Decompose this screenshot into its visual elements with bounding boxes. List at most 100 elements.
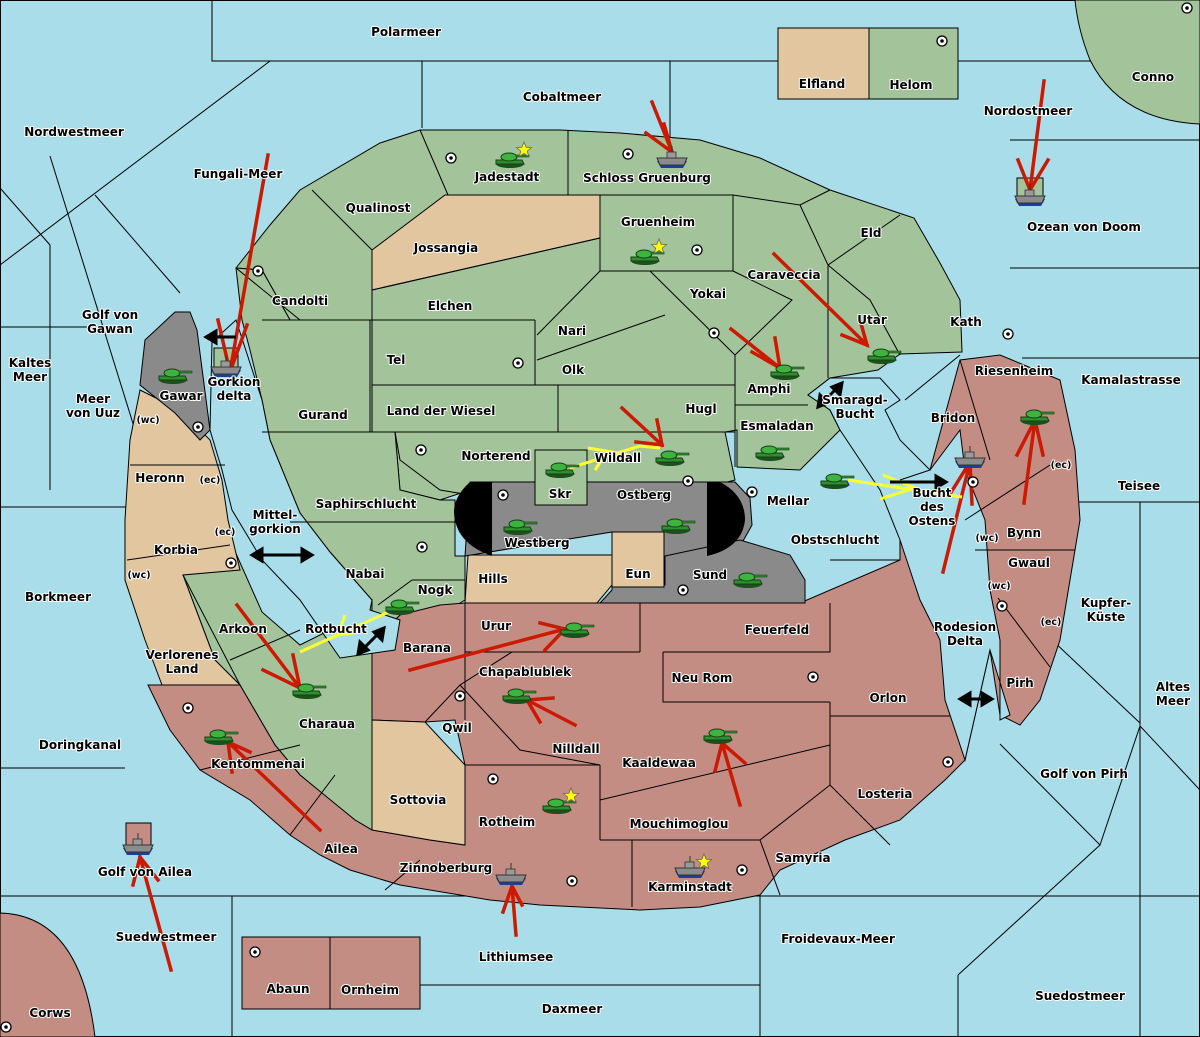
supply-center-icon bbox=[249, 946, 261, 958]
army-tank-icon[interactable] bbox=[867, 348, 902, 364]
supply-center-icon bbox=[182, 702, 194, 714]
army-tank-icon[interactable] bbox=[1020, 409, 1055, 425]
supply-center-icon bbox=[691, 244, 703, 256]
passage-arrow-gawan bbox=[203, 328, 236, 346]
territory-eun[interactable] bbox=[611, 531, 665, 588]
sea-eastern-channel[interactable] bbox=[807, 377, 1011, 762]
sea-label-fungali-meer: Fungali-Meer bbox=[194, 167, 283, 181]
territory-label-sottovia: Sottovia bbox=[390, 793, 447, 807]
territory-label-eld: Eld bbox=[861, 226, 882, 240]
territory-label-kaaldewaa: Kaaldewaa bbox=[622, 756, 696, 770]
sea-label-cobaltmeer: Cobaltmeer bbox=[523, 90, 601, 104]
army-tank-icon[interactable] bbox=[545, 462, 580, 478]
sea-label-mittelgorkion: Mittel-gorkion bbox=[249, 508, 301, 536]
territory-label-skr: Skr bbox=[549, 487, 572, 501]
territory-label-sund: Sund bbox=[693, 568, 727, 582]
territory-label-barana: Barana bbox=[403, 641, 451, 655]
coast-label-korbia: (ec) bbox=[215, 527, 236, 538]
territory-hills[interactable] bbox=[464, 554, 613, 604]
territory-label-utar: Utar bbox=[857, 313, 887, 327]
fleet-ship-icon[interactable] bbox=[1014, 184, 1046, 206]
territory-label-gurand: Gurand bbox=[298, 408, 348, 422]
territory-label-rotheim: Rotheim bbox=[479, 815, 536, 829]
territory-label-kath: Kath bbox=[950, 315, 982, 329]
territory-label-nilldall: Nilldall bbox=[552, 742, 599, 756]
territory-label-elfland: Elfland bbox=[799, 77, 845, 91]
army-tank-icon[interactable] bbox=[495, 140, 533, 168]
supply-center-icon bbox=[192, 421, 204, 433]
army-tank-icon[interactable] bbox=[661, 518, 696, 534]
territory-label-olk: Olk bbox=[562, 363, 585, 377]
sea-label-nordostmeer: Nordostmeer bbox=[984, 104, 1073, 118]
sea-gorkion-channel[interactable] bbox=[209, 319, 401, 659]
supply-center-icon bbox=[0, 1021, 12, 1033]
territory-label-obstschlucht: Obstschlucht bbox=[791, 533, 880, 547]
fleet-ship-icon[interactable] bbox=[656, 146, 688, 168]
army-tank-icon[interactable] bbox=[542, 786, 580, 814]
supply-center-icon bbox=[1181, 2, 1193, 14]
supply-center-icon bbox=[622, 148, 634, 160]
sea-label-kamalastrasse: Kamalastrasse bbox=[1081, 373, 1181, 387]
army-tank-icon[interactable] bbox=[158, 368, 193, 384]
territory-label-korbia: Korbia bbox=[154, 543, 198, 557]
coast-label-bynn: (ec) bbox=[1051, 460, 1072, 471]
army-tank-icon[interactable] bbox=[770, 364, 805, 380]
move-order-arrow bbox=[619, 405, 665, 448]
territory-label-losteria: Losteria bbox=[857, 787, 912, 801]
move-order-arrow bbox=[771, 251, 870, 348]
territory-label-corws: Corws bbox=[29, 1006, 70, 1020]
territory-label-schloss-gruenburg: Schloss Gruenburg bbox=[583, 171, 711, 185]
territory-label-conno: Conno bbox=[1132, 70, 1174, 84]
army-tank-icon[interactable] bbox=[560, 622, 595, 638]
coast-label-korbia: (wc) bbox=[127, 570, 150, 581]
territory-label-ailea: Ailea bbox=[324, 842, 358, 856]
territory-label-gawar: Gawar bbox=[159, 389, 202, 403]
sea-label-daxmeer: Daxmeer bbox=[542, 1002, 603, 1016]
territory-label-heronn: Heronn bbox=[135, 471, 184, 485]
orders bbox=[130, 79, 1051, 973]
army-tank-icon[interactable] bbox=[630, 237, 668, 265]
fleet-ship-icon[interactable] bbox=[495, 863, 527, 885]
army-tank-icon[interactable] bbox=[820, 473, 855, 489]
territory-label-hugl: Hugl bbox=[685, 402, 716, 416]
fleet-ship-icon[interactable] bbox=[210, 355, 242, 377]
sea-label-kupfer-kueste: Kupfer-Küste bbox=[1081, 596, 1131, 624]
army-tank-icon[interactable] bbox=[502, 688, 537, 704]
territory-conno[interactable] bbox=[1074, 0, 1200, 125]
fleet-ship-icon[interactable] bbox=[954, 446, 986, 468]
territory-label-jossangia: Jossangia bbox=[413, 241, 478, 255]
army-tank-icon[interactable] bbox=[503, 519, 538, 535]
army-tank-icon[interactable] bbox=[733, 572, 768, 588]
move-order-arrow bbox=[500, 881, 525, 937]
territory-label-mouchimoglou: Mouchimoglou bbox=[630, 817, 729, 831]
army-tank-icon[interactable] bbox=[204, 729, 239, 745]
supply-center-icon bbox=[454, 690, 466, 702]
supply-center-icon bbox=[936, 35, 948, 47]
units-layer bbox=[122, 140, 1055, 885]
coast-label-gwaul: (wc) bbox=[987, 581, 1010, 592]
army-tank-icon[interactable] bbox=[655, 450, 690, 466]
army-tank-icon[interactable] bbox=[755, 445, 790, 461]
supply-center-icon bbox=[708, 327, 720, 339]
territory-label-bynn: Bynn bbox=[1007, 526, 1041, 540]
coast-label-heronn: (ec) bbox=[200, 475, 221, 486]
territory-gruenheim[interactable] bbox=[599, 194, 734, 272]
support-order-line bbox=[847, 473, 963, 501]
fleet-ship-icon[interactable] bbox=[674, 852, 713, 878]
supply-center-icon bbox=[996, 600, 1008, 612]
army-tank-icon[interactable] bbox=[385, 599, 420, 615]
territory-label-qwil: Qwil bbox=[442, 721, 472, 735]
fleet-ship-icon[interactable] bbox=[122, 833, 154, 855]
labels-layer: PolarmeerCobaltmeerNordwestmeerFungali-M… bbox=[8, 24, 1191, 1021]
army-tank-icon[interactable] bbox=[292, 683, 327, 699]
territory-ornheim[interactable] bbox=[329, 936, 421, 1010]
army-tank-icon[interactable] bbox=[703, 728, 738, 744]
territory-label-qualinost: Qualinost bbox=[346, 201, 411, 215]
territory-label-ostberg: Ostberg bbox=[617, 488, 671, 502]
